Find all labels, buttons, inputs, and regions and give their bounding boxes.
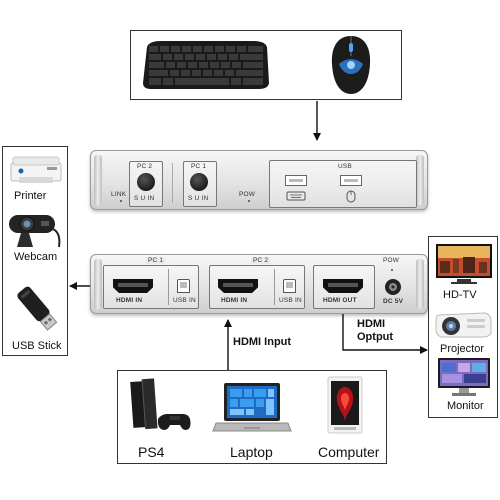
- monitor-icon: [438, 358, 490, 396]
- usb-stick-label: USB Stick: [12, 340, 62, 352]
- hd-tv-label: HD-TV: [443, 289, 477, 301]
- kvm-front-right-edge: [416, 155, 424, 205]
- pc1-usb-in-label: USB IN: [173, 297, 196, 304]
- pc1-front-label: PC 1: [191, 163, 207, 170]
- hdmi-out-label: HDMI OUT: [323, 297, 357, 304]
- link-led: [120, 200, 122, 202]
- monitor-label: Monitor: [447, 400, 484, 412]
- pc2-hdmi-in-label: HDMI IN: [221, 297, 248, 304]
- pc2-sui-label: S U IN: [134, 195, 155, 202]
- hdmi-output-label: HDMI Optput: [357, 318, 394, 343]
- pc2-select-button[interactable]: [137, 173, 155, 191]
- kvm-front-left-edge: [94, 155, 102, 205]
- dc-5v-label: DC 5V: [383, 298, 404, 305]
- pow-front-label: POW: [239, 191, 256, 198]
- front-divider-1: [172, 163, 173, 203]
- hdmi-input-label: HDMI Input: [233, 336, 292, 348]
- computer-icon: [327, 376, 363, 434]
- usb-front-label: USB: [338, 163, 352, 170]
- pc1-sui-label: S U IN: [188, 195, 209, 202]
- ps4-icon: [130, 378, 191, 430]
- peripherals-box: Printer Webcam USB Stick: [2, 146, 68, 356]
- mouse-small-icon: [346, 190, 356, 203]
- webcam-icon: [9, 215, 61, 248]
- pc2-hdmi-in-port[interactable]: [218, 279, 258, 293]
- pc2-usb-in-port[interactable]: [283, 279, 296, 293]
- laptop-label: Laptop: [230, 444, 273, 460]
- pc1-hdmi-in-port[interactable]: [113, 279, 153, 293]
- usb-stick-icon: [17, 286, 58, 331]
- displays-box: HD-TV Projector Monitor: [428, 236, 498, 418]
- pc1-hdmi-in-label: HDMI IN: [116, 297, 143, 304]
- printer-icon: [10, 156, 62, 183]
- input-devices-box: [130, 30, 402, 100]
- keyboard-icon: [143, 41, 269, 89]
- ps4-label: PS4: [138, 444, 165, 460]
- pc1-select-button[interactable]: [190, 173, 208, 191]
- sources-box: PS4 Laptop Computer: [117, 370, 387, 464]
- kvm-back-right-edge: [416, 259, 424, 309]
- hd-tv-icon: [436, 244, 492, 284]
- pc1-usb-in-port[interactable]: [177, 279, 190, 293]
- computer-label: Computer: [318, 444, 380, 460]
- pow-led: [248, 200, 250, 202]
- projector-label: Projector: [440, 343, 485, 355]
- pc2-port-divider: [274, 269, 275, 305]
- webcam-label: Webcam: [14, 251, 58, 263]
- laptop-icon: [212, 383, 292, 432]
- kvm-front-panel: LINK PC 2 S U IN PC 1 S U IN POW USB: [90, 150, 428, 210]
- pc2-back-label: PC 2: [251, 257, 271, 264]
- pow-back-label: POW: [383, 257, 400, 264]
- usb-port-keyboard[interactable]: [285, 175, 307, 186]
- keyboard-small-icon: [286, 191, 306, 201]
- usb-port-mouse[interactable]: [340, 175, 362, 186]
- printer-label: Printer: [14, 190, 47, 202]
- pc1-back-label: PC 1: [146, 257, 166, 264]
- pow-back-led: [391, 269, 393, 271]
- pc1-port-divider: [168, 269, 169, 305]
- hdmi-out-port[interactable]: [323, 279, 363, 293]
- arrow-kvm-to-displays: [342, 307, 428, 354]
- mouse-icon: [331, 36, 371, 94]
- kvm-back-left-edge: [94, 259, 102, 309]
- pc2-front-label: PC 2: [137, 163, 153, 170]
- projector-icon: [435, 312, 492, 338]
- link-label: LINK: [111, 191, 127, 198]
- dc-power-jack-icon[interactable]: [383, 277, 403, 297]
- pc2-usb-in-label: USB IN: [279, 297, 302, 304]
- kvm-back-panel: PC 1 HDMI IN USB IN PC 2 HDMI IN USB IN …: [90, 254, 428, 314]
